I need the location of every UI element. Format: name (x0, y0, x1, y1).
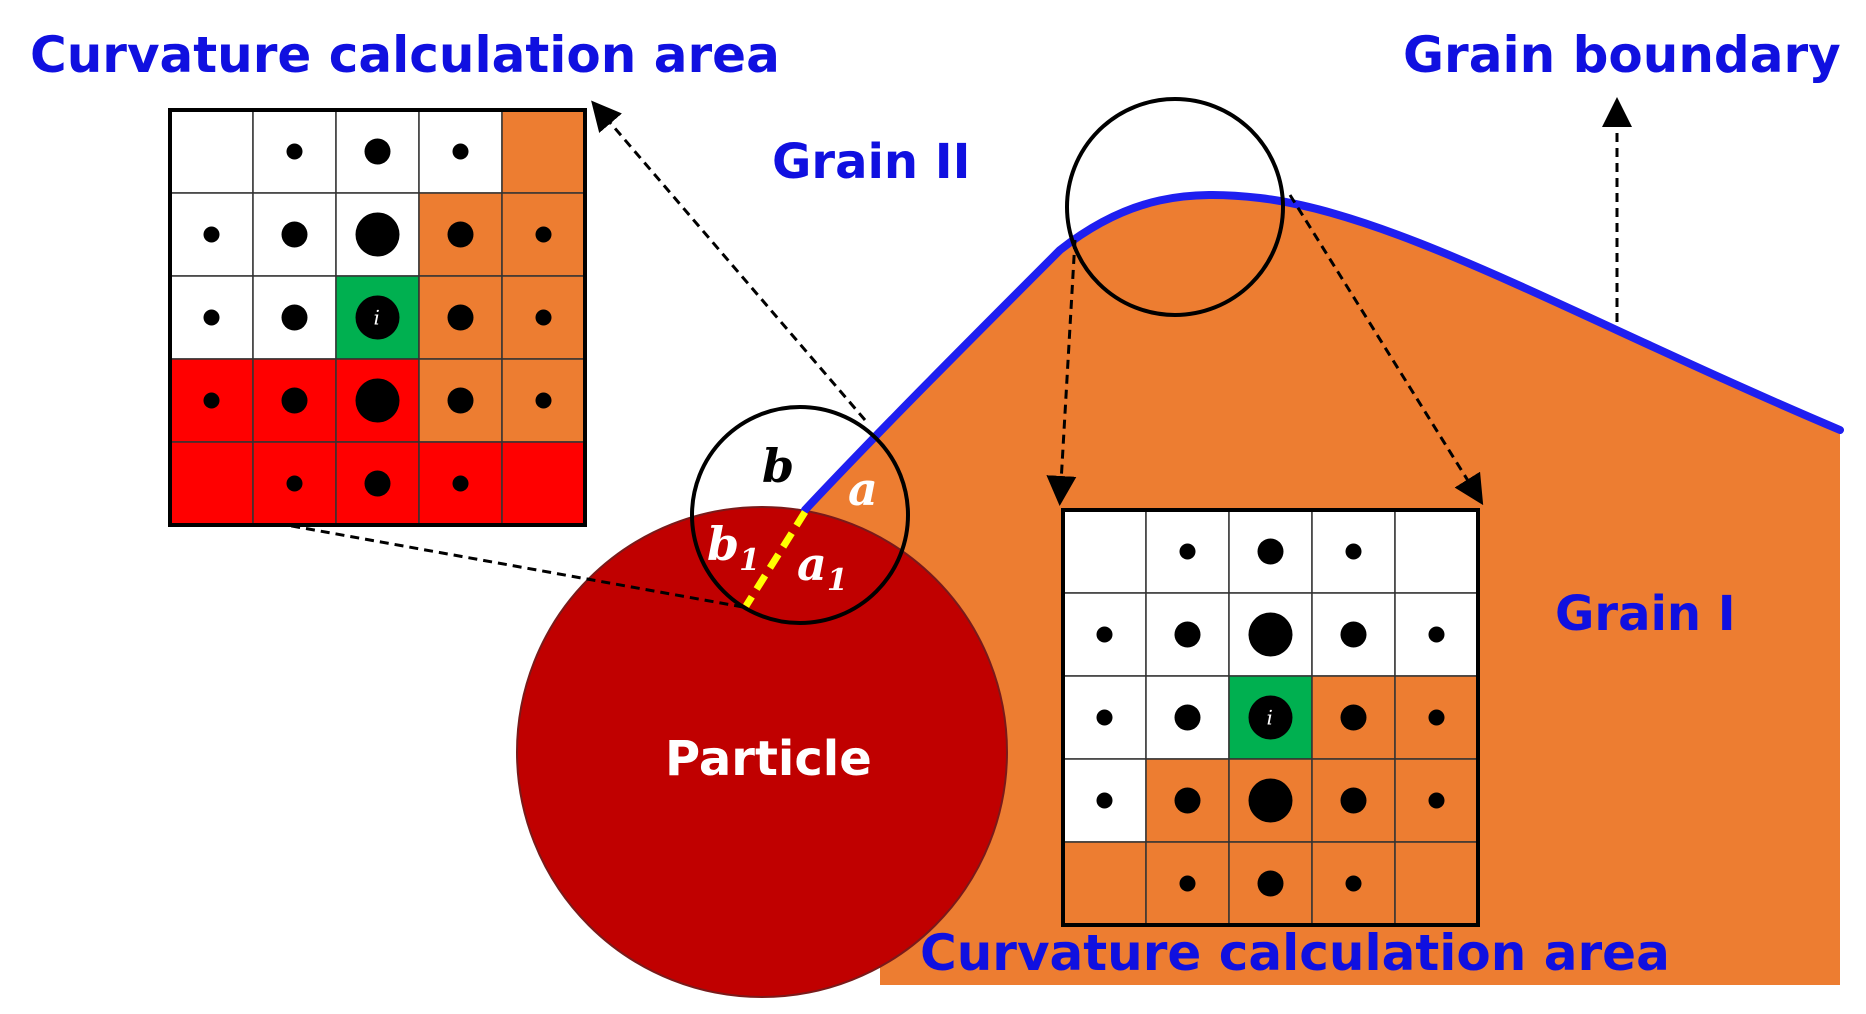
weight-dot (1248, 695, 1293, 740)
grain-one-label: Grain I (1555, 586, 1736, 642)
region-a-label: a (848, 462, 878, 516)
grain-two-label: Grain II (772, 134, 971, 190)
grid-cell-white (169, 109, 254, 194)
weight-dot (1248, 612, 1293, 657)
region-b1-label: b1 (707, 517, 760, 578)
junction-calculation-circle (690, 405, 910, 625)
weight-dot (286, 475, 303, 492)
weight-dot (1428, 626, 1445, 643)
weight-dot (1340, 787, 1367, 814)
center-cell-label: i (1267, 706, 1273, 730)
weight-dot (452, 143, 469, 160)
particle-circle (516, 506, 1008, 998)
weight-dot (447, 304, 474, 331)
weight-dot (535, 309, 552, 326)
zoom-arrow-right-a (1046, 239, 1077, 506)
weight-dot (1340, 621, 1367, 648)
weight-dot (1428, 709, 1445, 726)
particle-grain-interface (743, 510, 808, 608)
region-a1-label: a1 (797, 537, 848, 598)
weight-dot (1345, 543, 1362, 560)
boundary-calculation-circle (1065, 97, 1285, 317)
weight-dot (1428, 792, 1445, 809)
weight-dot (1174, 621, 1201, 648)
weight-dot (203, 392, 220, 409)
weight-dot (364, 470, 391, 497)
grid-cell-orange (1062, 841, 1147, 926)
weight-dot (1340, 704, 1367, 731)
weight-dot (447, 387, 474, 414)
weight-dot (1257, 538, 1284, 565)
weight-dot (1179, 543, 1196, 560)
curvature-area-title-bottom: Curvature calculation area (920, 924, 1670, 982)
particle-label: Particle (665, 731, 872, 787)
weight-dot (281, 387, 308, 414)
weight-dot (535, 226, 552, 243)
weight-dot (535, 392, 552, 409)
weight-dot (1096, 709, 1113, 726)
weight-dot (1174, 787, 1201, 814)
grid-cell-red (501, 441, 586, 526)
weight-dot (1248, 778, 1293, 823)
weight-dot (452, 475, 469, 492)
weight-dot (1179, 875, 1196, 892)
weight-dot (1174, 704, 1201, 731)
grid-border (168, 108, 587, 527)
weight-dot (286, 143, 303, 160)
weight-dot (447, 221, 474, 248)
weight-dot (203, 226, 220, 243)
grid-border (1061, 508, 1480, 927)
grain-boundary-label: Grain boundary (1403, 26, 1841, 84)
weight-dot (1096, 626, 1113, 643)
weight-dot (1345, 875, 1362, 892)
weight-dot (355, 212, 400, 257)
grid-cell-green (1228, 675, 1313, 760)
grid-cell-red (169, 441, 254, 526)
weight-dot (364, 138, 391, 165)
grid-cell-white (1062, 509, 1147, 594)
region-b-label: b (762, 439, 794, 493)
weight-dot (1257, 870, 1284, 897)
grid-cell-red (252, 441, 337, 526)
weight-dot (355, 378, 400, 423)
left-zoom-grid: i (168, 108, 587, 527)
grid-cell-orange (1394, 841, 1479, 926)
zoom-arrow-top-left (591, 100, 867, 421)
weight-dot (355, 295, 400, 340)
weight-dot (281, 221, 308, 248)
grain-boundary-line (801, 191, 1844, 514)
weight-dot (1096, 792, 1113, 809)
grid-cell-white (1394, 509, 1479, 594)
grid-cell-orange (501, 109, 586, 194)
center-cell-label: i (374, 306, 380, 330)
weight-dot (203, 309, 220, 326)
right-zoom-grid: i (1061, 508, 1480, 927)
curvature-area-title-top: Curvature calculation area (30, 26, 780, 84)
weight-dot (281, 304, 308, 331)
